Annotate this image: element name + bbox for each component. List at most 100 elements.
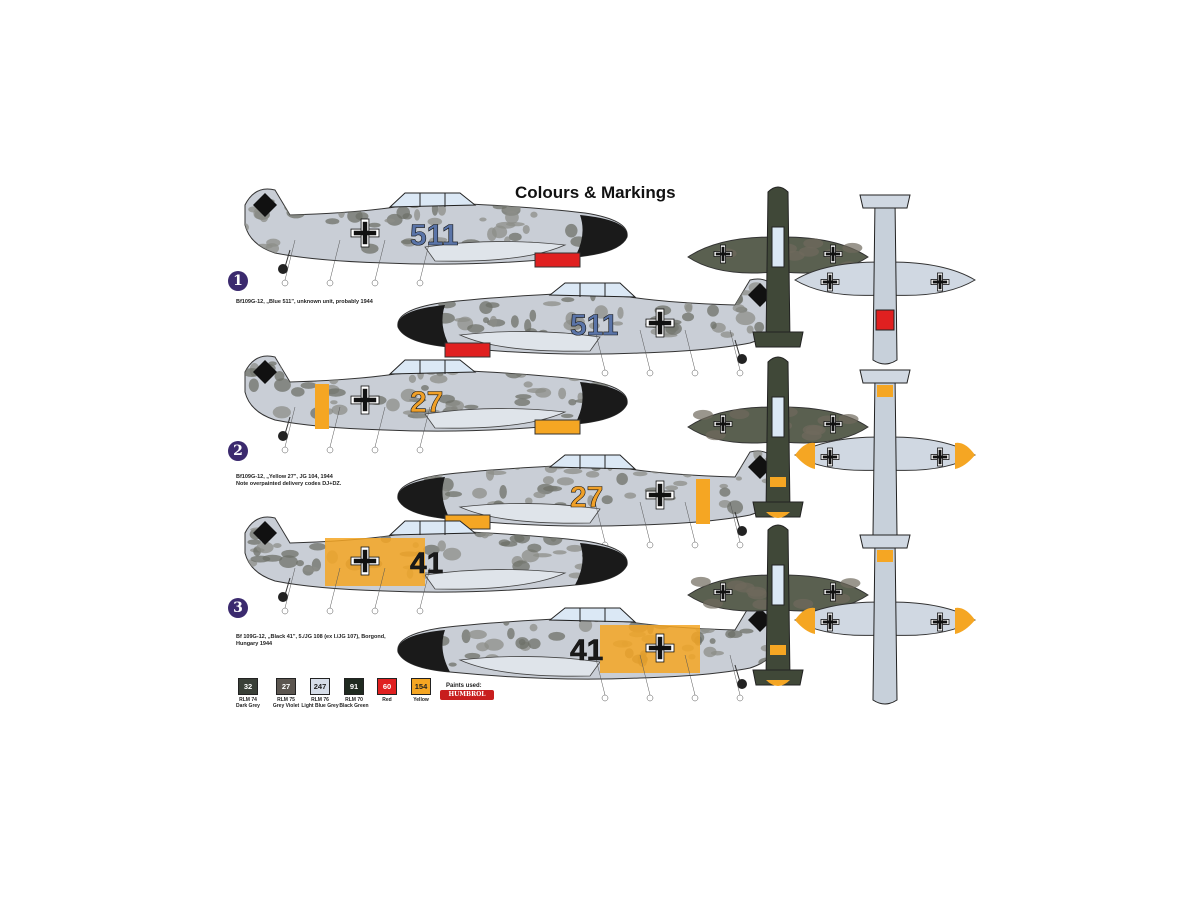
mottle-spot — [654, 604, 663, 615]
mottle-spot — [546, 281, 560, 290]
engine-cowl-nose — [397, 305, 450, 347]
cross-center — [353, 230, 377, 236]
mottle-spot — [669, 458, 688, 464]
side-view-aircraft: 41 — [244, 516, 628, 615]
mottle-spot — [538, 196, 550, 205]
scheme-caption: Bf109G-12, „Blue 511", unknown unit, pro… — [236, 299, 373, 306]
mottle-spot — [284, 199, 301, 213]
tail-wheel — [737, 679, 747, 689]
caption-line: Hungary 1944 — [236, 640, 273, 647]
balkenkreuz-icon — [823, 244, 843, 264]
balkenkreuz-icon — [350, 546, 380, 576]
wing-root — [424, 408, 567, 429]
mottle-spot — [665, 485, 679, 491]
engine-cowl-nose — [575, 215, 628, 257]
aircraft-code: 27 — [570, 481, 603, 514]
mottle-spot — [368, 222, 381, 228]
balkenkreuz-icon — [645, 633, 675, 663]
wing-tip — [795, 607, 815, 634]
mottle-spot — [529, 309, 537, 322]
mottle-spot — [568, 398, 577, 406]
mottle-spot — [296, 189, 315, 198]
canopy-top — [771, 396, 785, 438]
callout-line — [419, 239, 431, 281]
mottle-spot — [560, 413, 574, 418]
cross-center — [825, 422, 841, 426]
mottle-spot — [360, 358, 375, 373]
paint-swatch: 32 — [238, 678, 258, 695]
mottle-spot — [543, 532, 563, 546]
mottle-spot — [286, 369, 303, 376]
mottle-spot — [489, 315, 498, 328]
balkenkreuz-icon — [820, 612, 840, 632]
mottle-spot — [256, 541, 274, 554]
mottle-spot — [637, 608, 644, 622]
mottle-spot — [350, 518, 367, 525]
tail-marking — [253, 193, 277, 217]
mottle-spot — [464, 404, 479, 409]
mottle-spot — [361, 199, 378, 209]
mottle-spot — [735, 476, 742, 481]
callout-line — [419, 567, 431, 609]
callout-line — [684, 654, 696, 696]
mottle-spot — [686, 285, 697, 290]
mottle-spot — [531, 609, 550, 620]
mottle-spot — [423, 544, 440, 556]
mottle-spot — [467, 324, 485, 333]
mottle-spot — [507, 628, 515, 640]
mottle-spot — [521, 549, 540, 563]
cross-center — [822, 280, 838, 284]
mottle-spot — [499, 485, 507, 499]
mottle-spot — [274, 378, 291, 392]
wing-root — [458, 331, 601, 352]
callout-marker — [646, 694, 654, 702]
mottle-spot — [703, 646, 717, 658]
mottle-spot — [487, 470, 507, 476]
canopy — [548, 454, 637, 470]
balkenkreuz-icon — [713, 582, 733, 602]
mottle-spot — [612, 321, 624, 326]
callout-marker — [691, 541, 699, 549]
wing-root — [458, 503, 601, 524]
mottle-spot — [706, 451, 714, 462]
underside-panel — [534, 252, 581, 268]
cross-center — [648, 320, 672, 326]
canopy — [388, 359, 477, 375]
canopy — [388, 520, 477, 536]
mottle-spot — [302, 566, 319, 572]
mottle-spot — [330, 400, 338, 405]
canopy-top — [771, 564, 785, 606]
mottle-spot — [492, 203, 507, 210]
wing-root — [424, 569, 567, 590]
mottle-spot — [522, 289, 539, 295]
sheet-title: Colours & Markings — [515, 183, 676, 202]
callout-line — [374, 567, 386, 609]
mottle-spot — [616, 472, 628, 486]
callout-line — [284, 239, 296, 281]
mottle-spot — [316, 531, 333, 537]
callout-line — [329, 567, 341, 609]
cross-center — [825, 252, 841, 256]
mottle-spot — [713, 292, 727, 301]
callout-marker — [326, 279, 334, 287]
mottle-spot — [272, 406, 291, 419]
mottle-spot — [438, 394, 455, 404]
mottle-spot — [468, 629, 487, 640]
callout-marker — [601, 694, 609, 702]
mottle-spot — [461, 629, 471, 644]
mottle-spot — [364, 202, 374, 208]
rear-band-under — [877, 550, 893, 562]
scheme-number-badge: 2 — [228, 441, 248, 461]
cross-center — [822, 455, 838, 459]
mottle-spot — [514, 398, 531, 407]
mottle-spot — [296, 560, 304, 567]
callout-marker — [281, 607, 289, 615]
callout-line — [594, 501, 606, 543]
paints-used-label: Paints used: — [446, 683, 482, 689]
mottle-spot — [649, 282, 658, 288]
tail-tip — [766, 680, 790, 686]
mottle-spot — [545, 452, 553, 464]
mottle-spot — [585, 471, 600, 478]
